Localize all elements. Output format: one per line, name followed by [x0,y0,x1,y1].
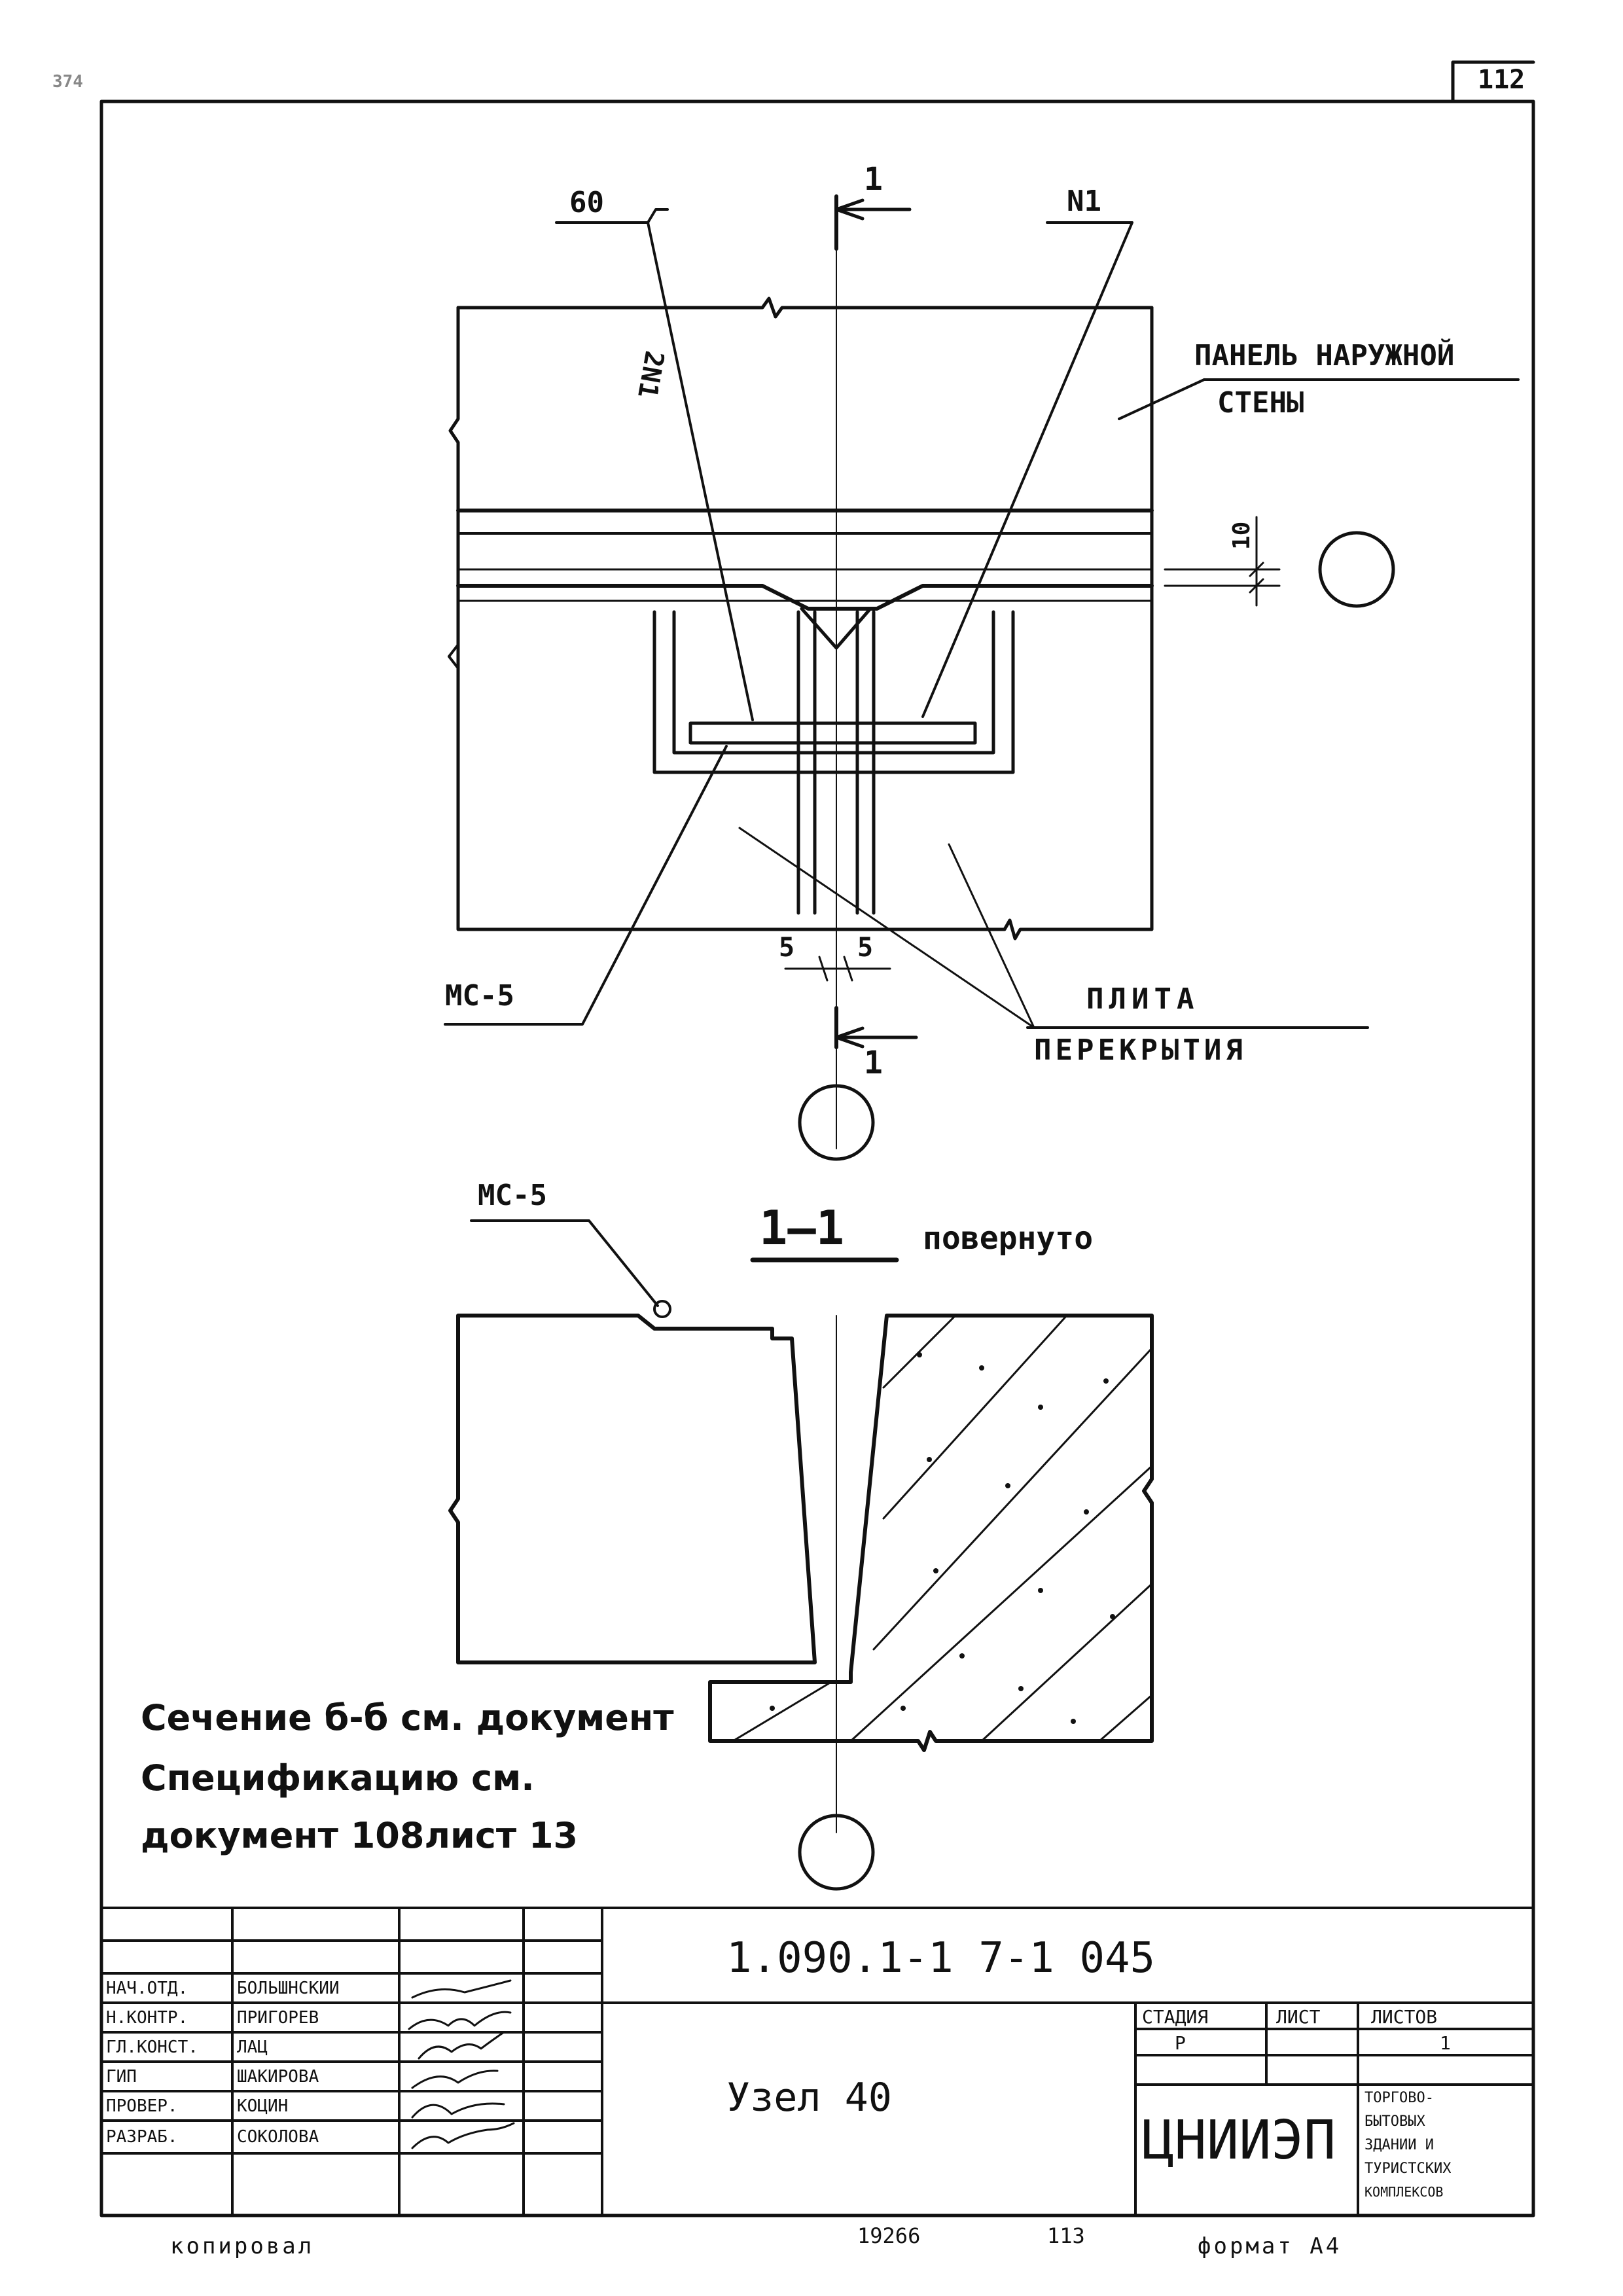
section-rotated-label: повернуто [923,1220,1094,1257]
organization-name: ЦНИИЭП [1142,2109,1336,2172]
role-label: ГЛ.КОНСТ. [106,2039,198,2056]
organization-desc-2: БЫТОВЫХ [1364,2115,1425,2129]
organization-desc-3: ЗДАНИЙ И [1364,2138,1434,2153]
role-name: БОЛЬШНСКИЙ [237,1980,340,1997]
inventory-number: 19266 [857,2223,921,2248]
section-title: 1—1 [759,1200,845,1255]
role-name: ШАКИРОВА [237,2068,319,2085]
note-line-3: документ 108лист 13 [141,1815,579,1856]
section-number-top: 1 [864,161,883,198]
title-block-grid [100,1907,1535,2217]
role-label: РАЗРАБ. [106,2128,178,2145]
organization-desc-4: ТУРИСТСКИХ [1364,2162,1452,2176]
format-label: формат А4 [1198,2233,1342,2259]
sheet-header: ЛИСТ [1276,2008,1321,2026]
sheets-header: ЛИСТОВ [1371,2008,1438,2026]
section-number-bottom: 1 [864,1045,883,1081]
dimension-5-left: 5 [779,933,795,963]
role-name: ПРИГОРЕВ [237,2009,319,2026]
mc5-plan-label: МС-5 [445,979,514,1013]
drawing-frame [99,99,1535,2217]
rebar-2n1-label: 2N1 [632,348,669,401]
stage-header: СТАДИЯ [1142,2008,1209,2026]
role-label: ПРОВЕР. [106,2098,178,2115]
dimension-60: 60 [569,186,604,219]
node-title: Узел 40 [726,2075,892,2121]
role-label: ГИП [106,2068,137,2085]
note-line-1: Сечение б-б см. документ [141,1697,674,1738]
slab-label-line1: ПЛИТА [1086,982,1200,1016]
corner-mark: 374 [52,72,83,92]
footer-page-number: 113 [1047,2223,1085,2248]
note-line-2: Спецификацию см. [141,1757,535,1799]
rebar-n1-label: N1 [1067,185,1101,218]
dimension-5-right: 5 [857,933,874,963]
slab-label-line2: ПЕРЕКРЫТИЯ [1034,1033,1247,1067]
role-label: Н.КОНТР. [106,2009,188,2026]
wall-panel-label-line1: ПАНЕЛЬ НАРУЖНОЙ [1194,339,1455,372]
page-number-box [1451,60,1535,103]
role-name: КОЦИН [237,2098,289,2115]
organization-desc-1: ТОРГОВО- [1364,2091,1434,2106]
section-view [448,1219,1154,1891]
plan-view [444,194,1520,1161]
role-label: НАЧ.ОТД. [106,1980,188,1997]
mc5-section-label: МС-5 [478,1179,547,1212]
page-number: 112 [1478,65,1525,95]
organization-desc-5: КОМПЛЕКСОВ [1364,2185,1444,2198]
sheets-value: 1 [1440,2034,1451,2053]
document-code: 1.090.1-1 7-1 045 [726,1934,1156,1982]
wall-panel-label-line2: СТЕНЫ [1217,386,1304,420]
copied-label: копировал [170,2233,315,2259]
role-name: СОКОЛОВА [237,2128,319,2145]
stage-value: Р [1175,2034,1186,2053]
dimension-10: 10 [1228,521,1255,550]
role-name: ЛАЦ [237,2039,268,2056]
